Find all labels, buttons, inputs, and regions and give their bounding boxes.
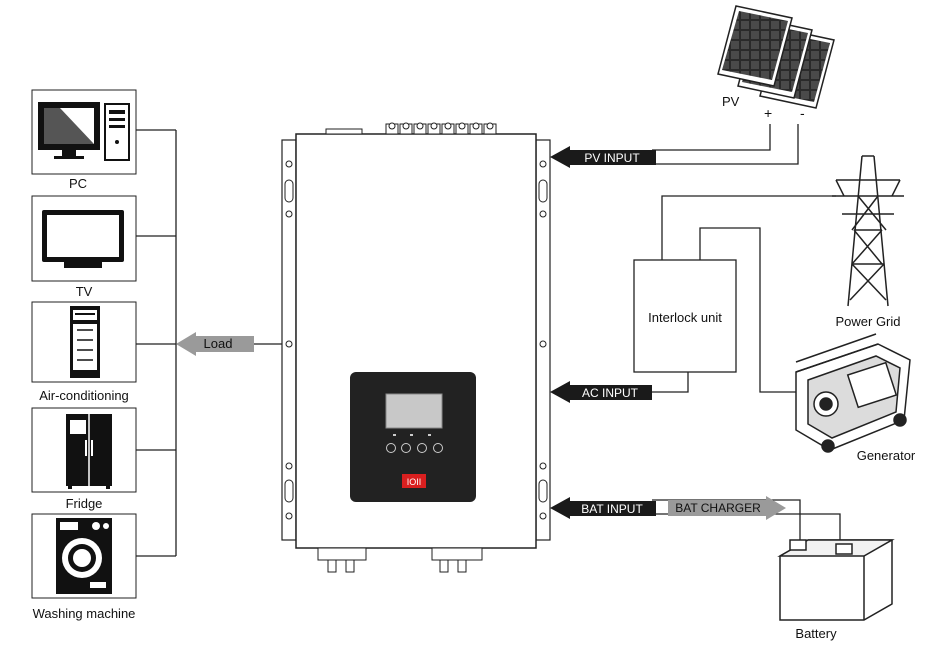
power-grid-tower-icon (832, 155, 904, 307)
air-conditioner-icon (70, 306, 100, 378)
bat-charger-arrow: BAT CHARGER (668, 496, 786, 520)
ac-input-arrow: AC INPUT (550, 381, 652, 403)
ac-input-label: AC INPUT (582, 386, 639, 400)
panel-button[interactable] (417, 443, 427, 453)
bat-charger-label: BAT CHARGER (675, 501, 761, 515)
pv-label: PV (722, 94, 740, 109)
pv-minus-label: - (800, 105, 805, 121)
load-arrow-label: Load (204, 336, 233, 351)
power-grid-label: Power Grid (835, 314, 900, 329)
load-washing-machine: Washing machine (31, 513, 137, 621)
load-pc: PC (31, 89, 137, 191)
generator-icon (795, 333, 911, 453)
washing-machine-icon (56, 518, 112, 594)
pv-panels-icon (717, 5, 835, 109)
load-air-conditioning: Air-conditioning (31, 301, 137, 403)
panel-buttons (386, 443, 443, 453)
bat-input-label: BAT INPUT (581, 502, 643, 516)
battery-label: Battery (795, 626, 837, 641)
panel-button[interactable] (386, 443, 396, 453)
top-terminals (385, 122, 497, 135)
generator-label: Generator (857, 448, 916, 463)
interlock-label: Interlock unit (648, 310, 722, 325)
grid-generator-wiring (652, 195, 836, 393)
load-box (31, 195, 137, 282)
load-label: Washing machine (33, 606, 136, 621)
load-label: PC (69, 176, 87, 191)
power-switch[interactable] (402, 474, 426, 488)
pv-plus-label: + (764, 105, 772, 121)
load-fridge: Fridge (31, 407, 137, 511)
pv-input-arrow: PV INPUT (550, 146, 656, 168)
panel-button[interactable] (401, 443, 411, 453)
load-label: Air-conditioning (39, 388, 129, 403)
load-label: Fridge (66, 496, 103, 511)
inverter: IOII (281, 122, 551, 573)
load-box (31, 89, 137, 175)
control-panel (350, 372, 476, 502)
load-arrow: Load (176, 332, 254, 356)
fridge-icon (66, 414, 112, 489)
bottom-terminals (317, 547, 483, 573)
panel-button[interactable] (433, 443, 443, 453)
tv-icon (42, 210, 124, 268)
load-box (31, 301, 137, 383)
lcd-screen (385, 393, 443, 429)
bat-input-arrow: BAT INPUT (550, 497, 656, 519)
pc-icon (38, 102, 130, 161)
battery-icon (777, 539, 895, 621)
pv-input-label: PV INPUT (584, 151, 640, 165)
load-label: TV (76, 284, 93, 299)
interlock-box (633, 259, 737, 373)
load-tv: TV (31, 195, 137, 299)
power-switch-label: IOII (407, 477, 422, 487)
pv-wiring (652, 124, 799, 165)
